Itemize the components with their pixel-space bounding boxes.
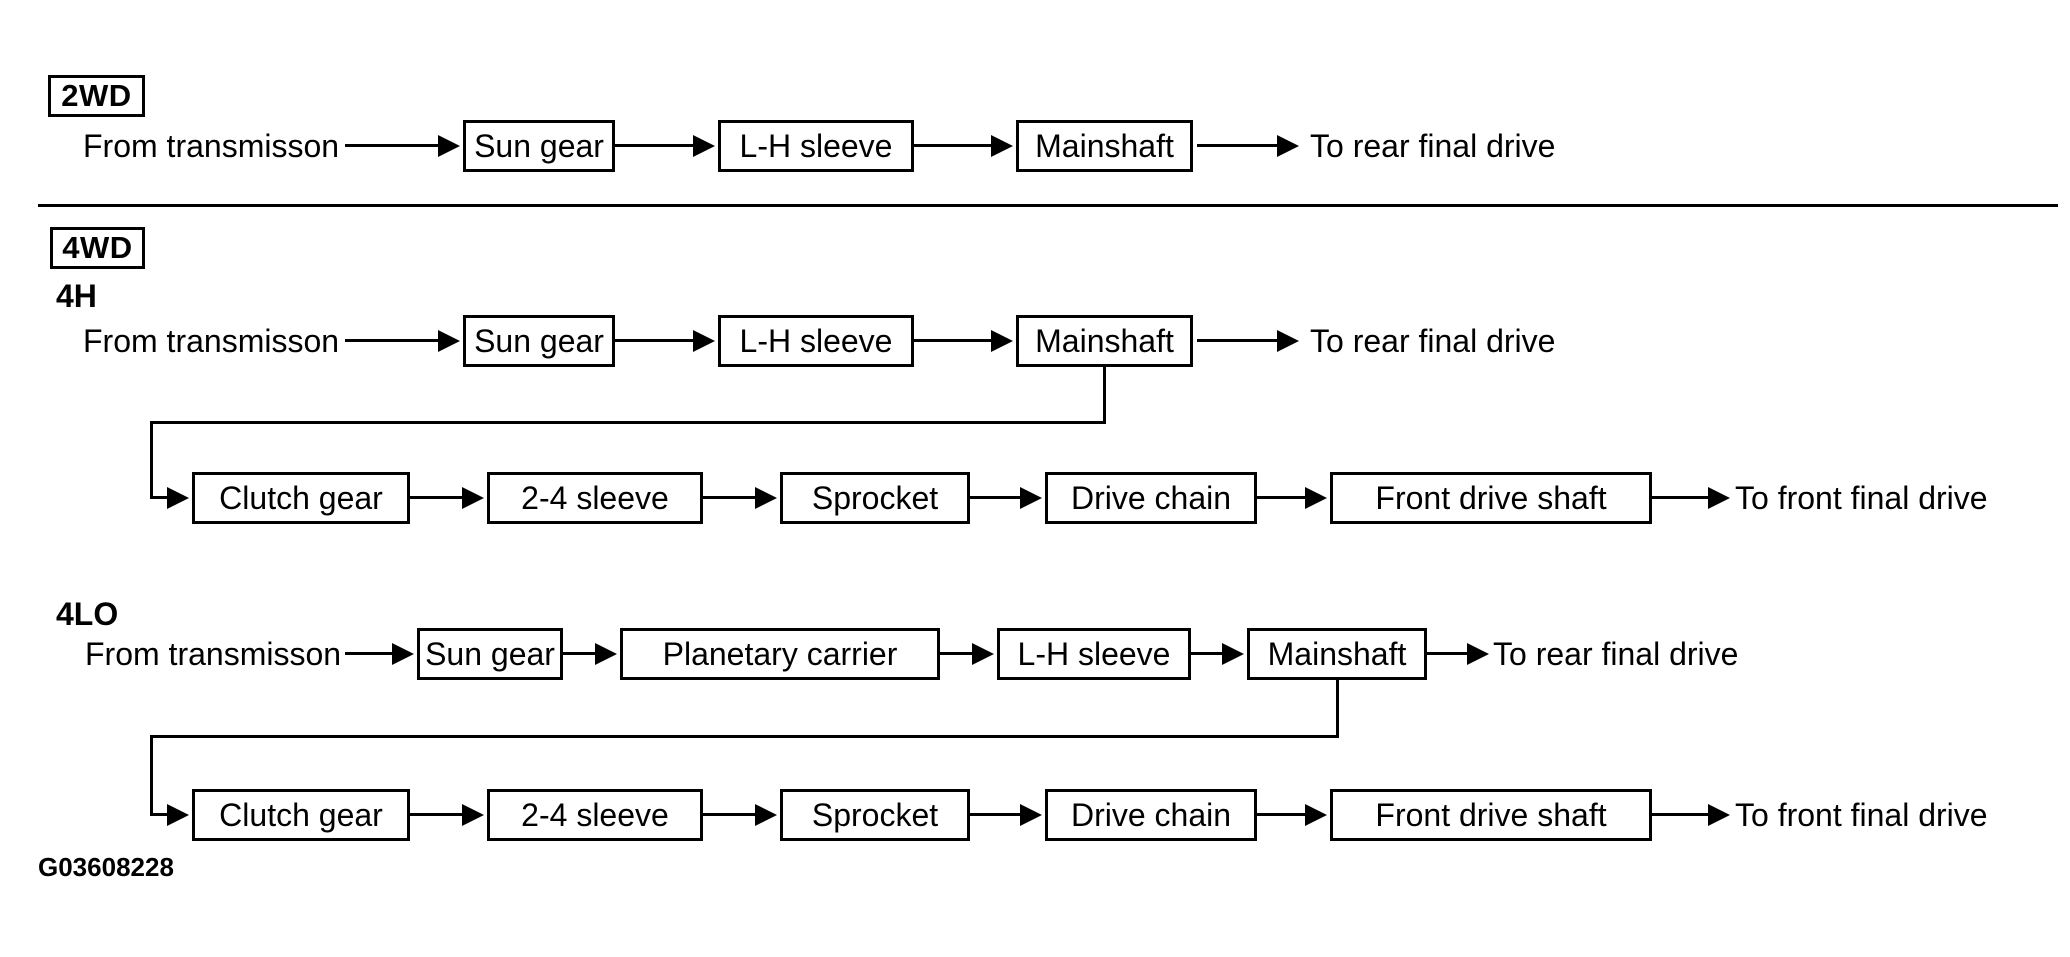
flow-source-label: From transmisson bbox=[83, 127, 340, 164]
flow-arrow bbox=[345, 642, 414, 665]
flow-arrow bbox=[970, 486, 1042, 509]
flow-arrow bbox=[1257, 486, 1327, 509]
flow-arrow bbox=[410, 803, 484, 826]
flow-arrow bbox=[914, 329, 1013, 352]
branch-line-vertical bbox=[1336, 680, 1339, 738]
flow-arrow bbox=[615, 134, 715, 157]
flow-box-mainshaft: Mainshaft bbox=[1016, 315, 1193, 367]
flow-dest-label-front: To front final drive bbox=[1735, 796, 1988, 833]
flow-arrow bbox=[345, 134, 460, 157]
flow-arrow bbox=[1191, 642, 1244, 665]
flow-arrow bbox=[1427, 642, 1489, 665]
flow-arrow bbox=[1197, 134, 1299, 157]
flow-box-mainshaft: Mainshaft bbox=[1016, 120, 1193, 172]
flow-box-lh-sleeve: L-H sleeve bbox=[997, 628, 1191, 680]
flow-box-sun-gear: Sun gear bbox=[463, 315, 615, 367]
flow-arrow bbox=[1197, 329, 1299, 352]
branch-line-vertical bbox=[150, 421, 153, 499]
flow-box-clutch-gear: Clutch gear bbox=[192, 472, 410, 524]
flow-arrow bbox=[150, 803, 189, 826]
flow-arrow bbox=[410, 486, 484, 509]
flow-box-sun-gear: Sun gear bbox=[463, 120, 615, 172]
flow-box-drive-chain: Drive chain bbox=[1045, 472, 1257, 524]
flow-box-front-drive-shaft: Front drive shaft bbox=[1330, 472, 1652, 524]
section-tag-4wd: 4WD bbox=[50, 227, 145, 269]
branch-line-vertical bbox=[150, 735, 153, 816]
flow-arrow bbox=[1257, 803, 1327, 826]
mode-label-4h: 4H bbox=[56, 278, 97, 314]
flow-arrow bbox=[615, 329, 715, 352]
flow-arrow bbox=[345, 329, 460, 352]
flow-arrow bbox=[703, 803, 777, 826]
flow-dest-label-rear: To rear final drive bbox=[1310, 127, 1556, 164]
flow-box-clutch-gear: Clutch gear bbox=[192, 789, 410, 841]
flow-arrow bbox=[940, 642, 994, 665]
figure-code: G03608228 bbox=[38, 852, 174, 882]
flow-source-label: From transmisson bbox=[83, 322, 340, 359]
flow-box-24-sleeve: 2-4 sleeve bbox=[487, 472, 703, 524]
flow-arrow bbox=[563, 642, 617, 665]
mode-label-4lo: 4LO bbox=[56, 596, 119, 632]
branch-line-horizontal bbox=[150, 421, 1106, 424]
flow-arrow bbox=[914, 134, 1013, 157]
flow-box-lh-sleeve: L-H sleeve bbox=[718, 315, 914, 367]
flow-box-sun-gear: Sun gear bbox=[417, 628, 563, 680]
flow-source-label: From transmisson bbox=[85, 635, 342, 672]
flow-box-mainshaft: Mainshaft bbox=[1247, 628, 1427, 680]
flow-box-sprocket: Sprocket bbox=[780, 472, 970, 524]
flow-arrow bbox=[150, 486, 189, 509]
branch-line-vertical bbox=[1103, 367, 1106, 424]
flow-dest-label-front: To front final drive bbox=[1735, 479, 1988, 516]
section-divider bbox=[38, 204, 2058, 207]
flow-box-front-drive-shaft: Front drive shaft bbox=[1330, 789, 1652, 841]
flow-arrow bbox=[703, 486, 777, 509]
flow-box-sprocket: Sprocket bbox=[780, 789, 970, 841]
branch-line-horizontal bbox=[150, 735, 1339, 738]
flow-box-drive-chain: Drive chain bbox=[1045, 789, 1257, 841]
flow-arrow bbox=[1652, 803, 1730, 826]
flow-box-planetary-carrier: Planetary carrier bbox=[620, 628, 940, 680]
flow-arrow bbox=[1652, 486, 1730, 509]
section-tag-2wd: 2WD bbox=[48, 75, 145, 117]
flow-arrow bbox=[970, 803, 1042, 826]
flow-dest-label-rear: To rear final drive bbox=[1310, 322, 1556, 359]
flow-dest-label-rear: To rear final drive bbox=[1493, 635, 1739, 672]
flow-box-lh-sleeve: L-H sleeve bbox=[718, 120, 914, 172]
flow-box-24-sleeve: 2-4 sleeve bbox=[487, 789, 703, 841]
